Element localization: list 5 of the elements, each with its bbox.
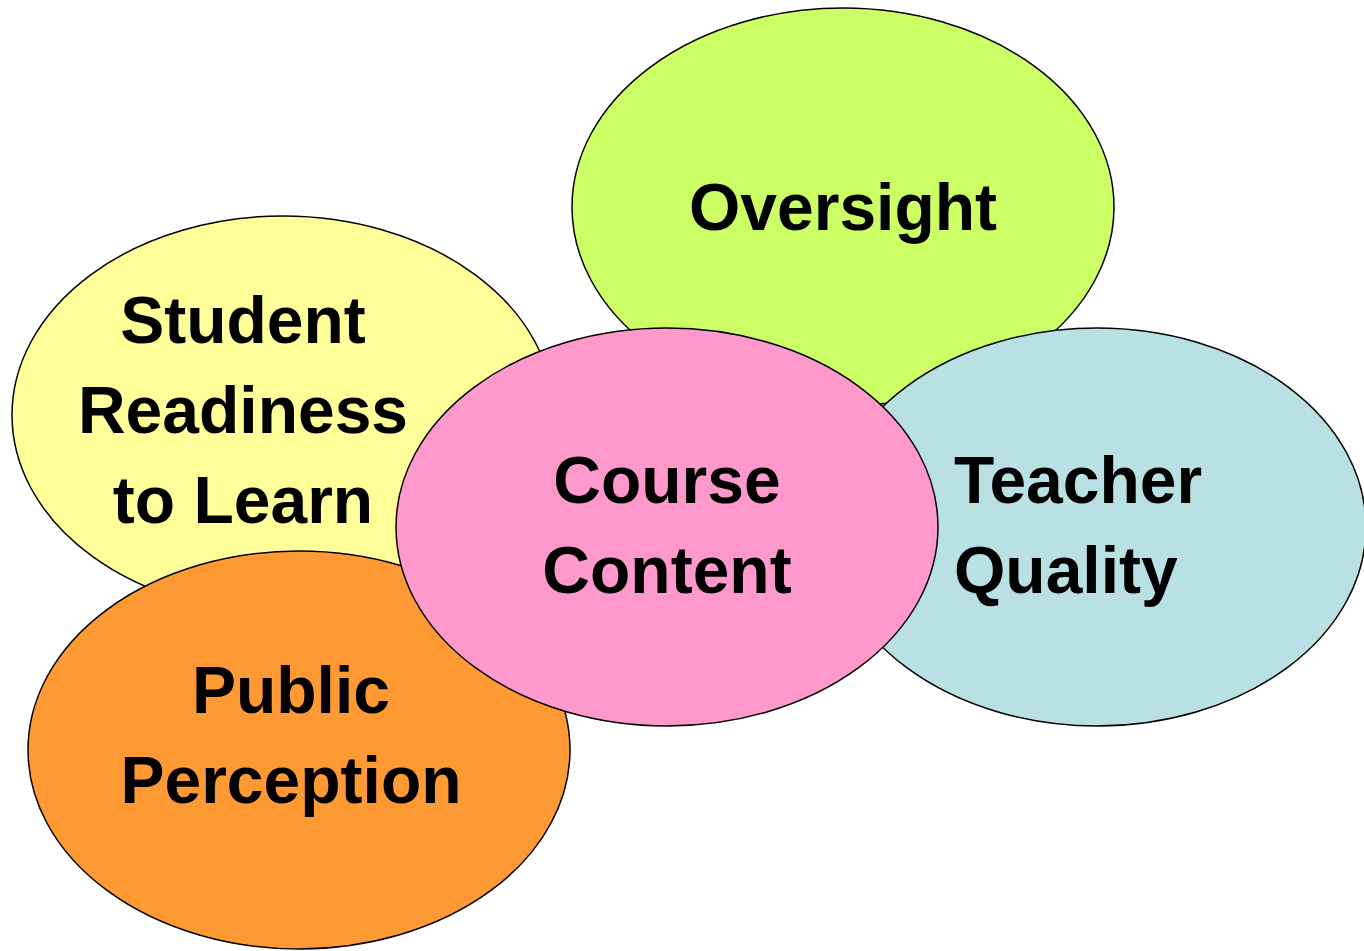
circle-label: Teacher Quality <box>954 442 1204 609</box>
circle-label: Student Readiness to Learn <box>76 282 410 539</box>
circle-label: Oversight <box>687 169 999 246</box>
circle-label: Public Perception <box>119 652 463 819</box>
circle-label: Course Content <box>541 442 793 609</box>
